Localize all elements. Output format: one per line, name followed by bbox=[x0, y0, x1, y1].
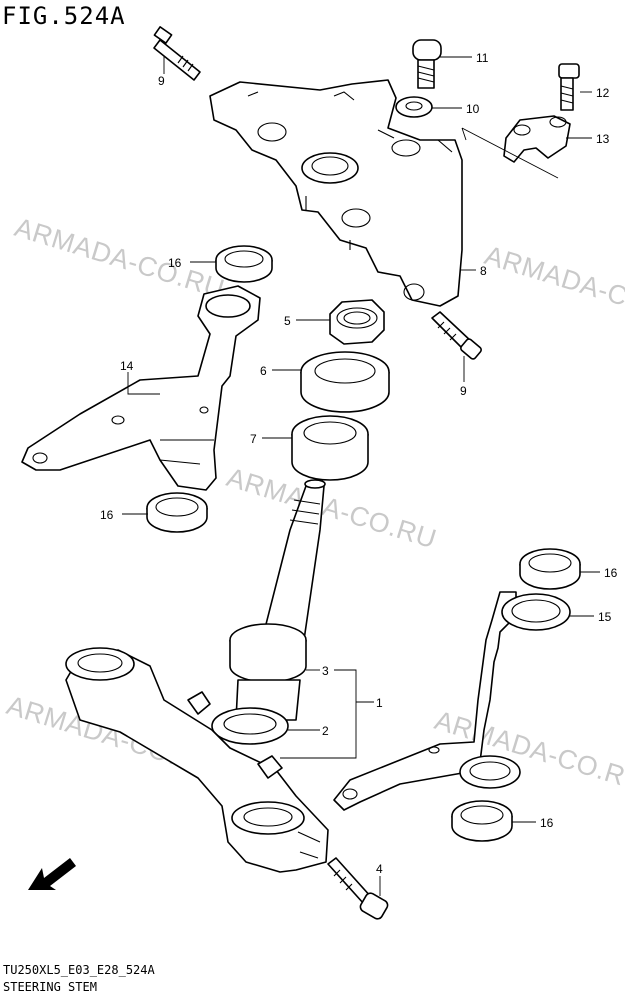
race-6 bbox=[300, 351, 390, 413]
steering-stem-3 bbox=[229, 479, 326, 721]
callout-16-mid: 16 bbox=[100, 508, 114, 522]
figure-title: FIG.524A bbox=[2, 2, 126, 30]
bearing-7 bbox=[291, 415, 369, 481]
bracket-14 bbox=[21, 285, 261, 491]
callout-5: 5 bbox=[284, 314, 291, 328]
callout-11: 11 bbox=[476, 51, 489, 65]
callout-6: 6 bbox=[260, 364, 267, 378]
bolt-11 bbox=[412, 39, 442, 89]
callout-12: 12 bbox=[596, 86, 610, 100]
callout-8: 8 bbox=[480, 264, 487, 278]
seal-16-right-top bbox=[519, 548, 581, 590]
bolt-4 bbox=[327, 857, 389, 920]
nut-5 bbox=[329, 299, 385, 345]
callout-13: 13 bbox=[596, 132, 610, 146]
callout-2: 2 bbox=[322, 724, 329, 738]
upper-bracket-8 bbox=[209, 79, 463, 307]
bolt-9-top bbox=[153, 26, 201, 81]
lower-bracket bbox=[65, 647, 329, 873]
bracket-15 bbox=[333, 591, 571, 811]
callout-9-mid: 9 bbox=[460, 384, 467, 398]
fwd-arrow: FWD bbox=[28, 855, 76, 890]
washer-10 bbox=[395, 96, 433, 118]
handlebar-cap-13 bbox=[503, 115, 571, 163]
callout-labels: 9 11 10 12 13 8 16 5 9 6 14 7 16 16 15 3… bbox=[100, 51, 618, 876]
callout-10: 10 bbox=[466, 102, 480, 116]
callout-7: 7 bbox=[250, 432, 257, 446]
seal-16-right-bottom bbox=[451, 800, 513, 842]
callout-16-right-bottom: 16 bbox=[540, 816, 554, 830]
figure-code: TU250XL5_E03_E28_524A bbox=[3, 963, 155, 977]
seal-16-mid bbox=[146, 492, 208, 533]
callout-14: 14 bbox=[120, 359, 134, 373]
callout-1: 1 bbox=[376, 696, 383, 710]
callout-15: 15 bbox=[598, 610, 612, 624]
callout-4: 4 bbox=[376, 862, 383, 876]
callout-9-top: 9 bbox=[158, 74, 165, 88]
seal-16-top bbox=[215, 245, 273, 283]
callout-16-right-top: 16 bbox=[604, 566, 618, 580]
bolt-9-mid bbox=[431, 311, 482, 360]
figure-name: STEERING STEM bbox=[3, 980, 97, 994]
callout-3: 3 bbox=[322, 664, 329, 678]
leader-lines bbox=[122, 56, 600, 896]
bolt-12 bbox=[558, 63, 580, 111]
seal-2 bbox=[211, 707, 289, 745]
callout-16-top: 16 bbox=[168, 256, 182, 270]
